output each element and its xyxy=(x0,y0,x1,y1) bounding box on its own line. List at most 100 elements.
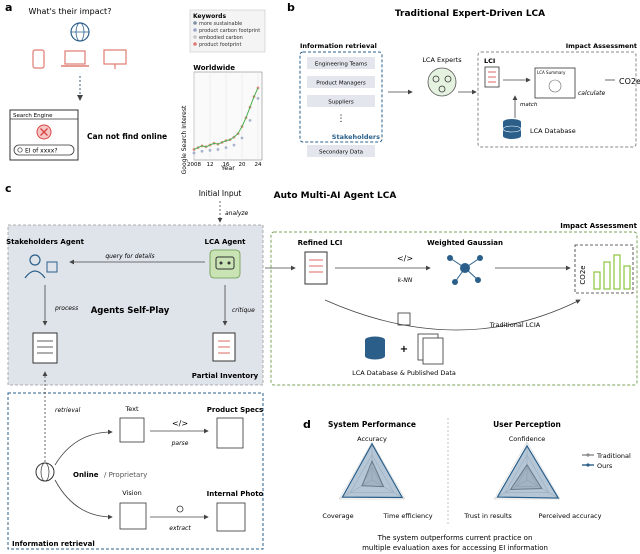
partial-inventory-label: Partial Inventory xyxy=(192,372,259,380)
experts-icon xyxy=(427,67,457,97)
radar-ours xyxy=(496,444,560,499)
database-icon xyxy=(502,119,522,139)
keyword-dot xyxy=(193,35,197,39)
arrow-traditional-lcia xyxy=(324,299,581,331)
spec-doc-icon xyxy=(216,417,244,449)
radar-grid xyxy=(515,466,539,487)
x-tick-label: 2008 xyxy=(187,162,201,168)
code-icon: </> xyxy=(397,254,413,263)
sys-perf-title: System Performance xyxy=(328,420,416,429)
caption-line-2: multiple evaluation axes for accessing E… xyxy=(362,544,548,552)
keywords-title: Keywords xyxy=(193,13,226,20)
radar-legend: Traditional Ours xyxy=(582,452,631,470)
search-query: EI of xxxx? xyxy=(25,148,58,155)
scatter-point xyxy=(256,97,260,100)
upload-icon xyxy=(397,312,411,326)
experts-label: LCA Experts xyxy=(422,56,462,64)
lca-summary-label: LCA Summary xyxy=(537,70,566,75)
globe-icon xyxy=(70,22,90,42)
panel-letter-b: b xyxy=(287,1,295,14)
panel-a: a What's their impact? Search Engine xyxy=(5,1,266,174)
scatter-point xyxy=(216,148,220,151)
refined-lci-icon xyxy=(304,251,328,285)
stakeholder-agent-icon xyxy=(24,254,58,279)
panel-c-title: Auto Multi-AI Agent LCA xyxy=(274,191,397,201)
proprietary-label: / Proprietary xyxy=(104,471,147,479)
chart-title: Worldwide xyxy=(193,64,235,72)
radar-grid xyxy=(493,441,561,500)
x-tick-label: 24 xyxy=(255,162,262,168)
match-label: match xyxy=(520,102,538,108)
scatter-point xyxy=(232,143,236,147)
lca-database-b-label: LCA Database xyxy=(530,127,576,135)
scatter-point xyxy=(224,146,228,150)
online-label: Online xyxy=(73,471,99,479)
keyword-dot xyxy=(193,28,197,32)
receipt-icon xyxy=(32,332,58,364)
keywords-legend xyxy=(189,9,266,53)
stakeholders-label: Stakeholders xyxy=(332,133,380,141)
info-retrieval-label: Information retrieval xyxy=(300,42,377,50)
keyword-label: product carbon footprint xyxy=(199,28,260,34)
caption-line-1: The system outperforms current practice … xyxy=(377,534,533,542)
impact-assessment-b-label: Impact Assessment xyxy=(566,42,637,50)
radar-grid xyxy=(349,454,395,493)
axis-accuracy: Accuracy xyxy=(357,435,387,443)
self-play-label: Agents Self-Play xyxy=(91,306,170,316)
traditional-lcia-label: Traditional LCIA xyxy=(489,321,541,329)
axis-coverage: Coverage xyxy=(322,512,353,520)
co2e-c: CO2e xyxy=(579,265,587,284)
radar-grid xyxy=(504,454,550,493)
calculate-label: calculate xyxy=(578,90,605,97)
critique-label: critique xyxy=(232,307,255,314)
panel-b: b Traditional Expert-Driven LCA Informat… xyxy=(287,1,640,157)
impact-assessment-b-box xyxy=(477,51,637,148)
images-icon xyxy=(119,502,147,530)
scatter-point xyxy=(192,151,196,155)
checklist-icon xyxy=(212,332,236,362)
radar-traditional xyxy=(509,463,543,491)
axis-perceived-accuracy: Perceived accuracy xyxy=(539,512,602,520)
product-managers-box xyxy=(307,76,375,88)
x-tick-label: 12 xyxy=(207,162,214,168)
papers-icon xyxy=(417,333,444,365)
monitor-icon xyxy=(103,49,127,69)
radar-grid xyxy=(338,441,406,500)
robot-icon xyxy=(209,249,241,279)
radar-axis xyxy=(371,479,406,500)
keyword-dot xyxy=(193,42,197,46)
parse-label: parse xyxy=(171,440,189,447)
keyword-label: product footprint xyxy=(199,42,241,48)
circuit-photo-icon xyxy=(216,502,246,532)
axis-confidence: Confidence xyxy=(509,435,546,443)
impact-assessment-c-label: Impact Assessment xyxy=(560,222,637,230)
extract-label: extract xyxy=(169,525,191,532)
radar-ours xyxy=(341,442,404,499)
arrow-to-vision xyxy=(54,479,113,520)
scatter-point xyxy=(208,148,212,152)
phone-icon xyxy=(32,49,45,69)
keyword-dot xyxy=(193,21,197,25)
item-product-managers: Product Managers xyxy=(316,81,366,87)
scatter-point xyxy=(248,119,252,122)
engineering-teams-box xyxy=(307,57,375,69)
search-icon xyxy=(17,147,23,153)
database-c-icon xyxy=(365,336,385,360)
laptop-icon xyxy=(61,50,89,67)
chart-ylabel: Google Search Interest xyxy=(181,105,188,174)
keyword-label: embodied carbon xyxy=(199,35,243,41)
item-engineering: Engineering Teams xyxy=(315,62,367,68)
bar-chart-icon xyxy=(593,254,631,290)
chart-frame xyxy=(193,71,263,161)
co2e-chart-box xyxy=(574,244,634,294)
cannot-find-text: Can not find online xyxy=(87,132,167,141)
panel-c: c Auto Multi-AI Agent LCA Initial Input … xyxy=(5,182,638,550)
process-label: process xyxy=(54,305,78,312)
legend-traditional: Traditional xyxy=(596,452,631,460)
item-suppliers: Suppliers xyxy=(328,100,354,106)
x-tick-label: 16 xyxy=(223,162,230,168)
keyword-label: more sustainable xyxy=(199,21,242,27)
panel-letter-d: d xyxy=(303,418,311,431)
ellipsis: ⋮ xyxy=(337,114,346,124)
